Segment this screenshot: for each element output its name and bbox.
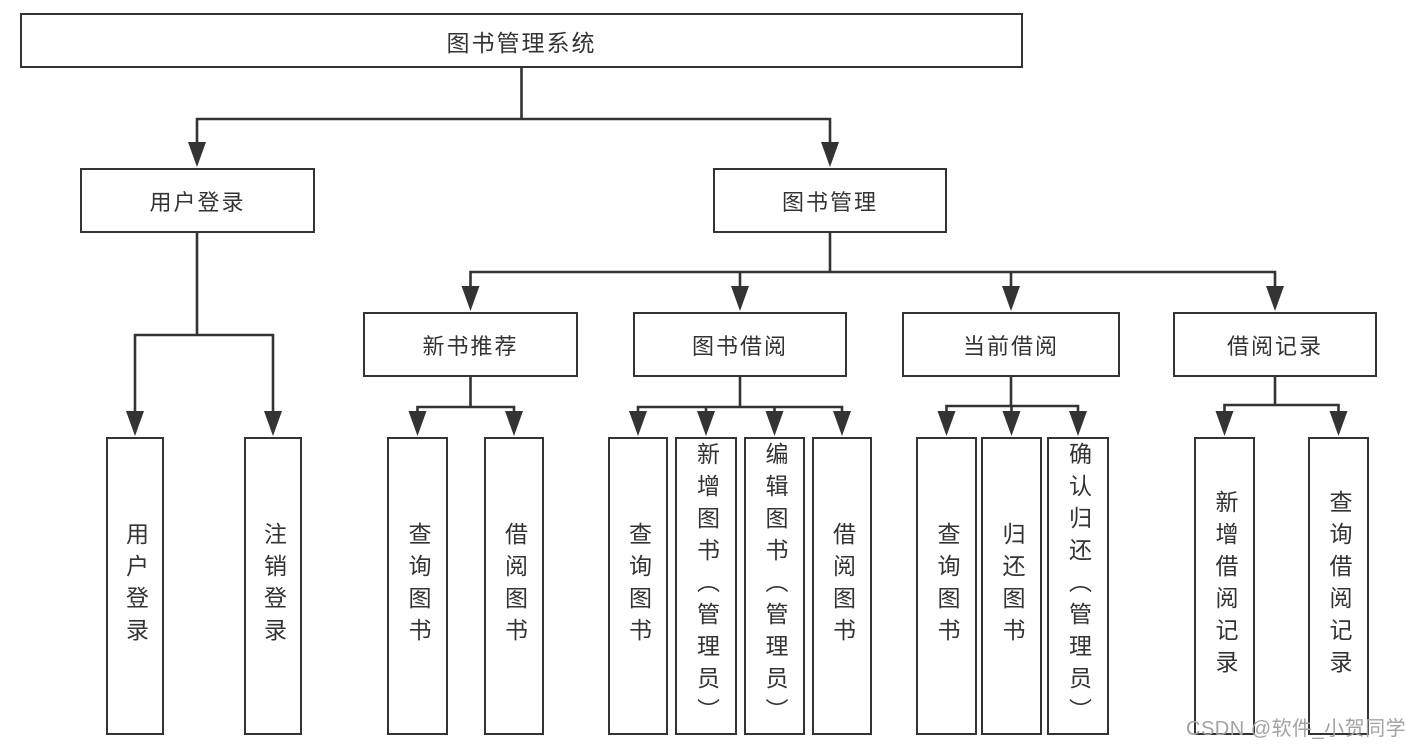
node-book-management: 图书管理 bbox=[713, 168, 947, 233]
arrowhead bbox=[1002, 286, 1020, 311]
arrowhead bbox=[461, 286, 480, 311]
leaf-borrow-borrow-book: 借阅图书 bbox=[812, 437, 872, 735]
node-root: 图书管理系统 bbox=[20, 13, 1023, 68]
connector-book-borrowing bbox=[636, 375, 844, 429]
arrowhead bbox=[264, 411, 282, 436]
leaf-newrec-query-book: 查询图书 bbox=[387, 437, 448, 735]
arrowhead bbox=[1266, 286, 1284, 311]
node-new-book-recommend: 新书推荐 bbox=[363, 312, 578, 377]
node-current-borrowing: 当前借阅 bbox=[902, 312, 1120, 377]
connector-root bbox=[195, 66, 832, 160]
arrowhead bbox=[937, 411, 956, 436]
node-borrowing-records: 借阅记录 bbox=[1173, 312, 1377, 377]
node-book-borrowing-label: 图书借阅 bbox=[691, 333, 788, 359]
leaf-login-logout-label: 注销登录 bbox=[260, 522, 287, 650]
leaf-login-user-login-label: 用户登录 bbox=[122, 522, 149, 650]
csdn-watermark: CSDN @软件_小贺同学 bbox=[1186, 718, 1405, 740]
arrowhead bbox=[126, 411, 144, 436]
arrowhead bbox=[1002, 411, 1021, 436]
leaf-current-query-book-label: 查询图书 bbox=[934, 522, 960, 650]
leaf-current-confirm-return-admin: 确认归还（管理员） bbox=[1047, 437, 1109, 735]
leaf-borrow-add-book-admin: 新增图书（管理员） bbox=[675, 437, 737, 735]
node-root-label: 图书管理系统 bbox=[446, 29, 597, 56]
leaf-records-query-record: 查询借阅记录 bbox=[1308, 437, 1369, 735]
leaf-current-return-book-label: 归还图书 bbox=[999, 522, 1025, 650]
arrowhead bbox=[629, 411, 647, 436]
leaf-newrec-borrow-book-label: 借阅图书 bbox=[501, 522, 528, 650]
leaf-borrow-borrow-book-label: 借阅图书 bbox=[829, 522, 856, 650]
node-current-borrowing-label: 当前借阅 bbox=[962, 333, 1059, 359]
node-new-book-recommend-label: 新书推荐 bbox=[422, 333, 519, 359]
leaf-borrow-edit-book-admin-label: 编辑图书（管理员） bbox=[762, 442, 788, 730]
connector-borrowing-records bbox=[1223, 375, 1340, 429]
arrowhead bbox=[188, 142, 206, 167]
leaf-records-add-record: 新增借阅记录 bbox=[1194, 437, 1255, 735]
arrowhead bbox=[697, 411, 715, 436]
leaf-login-user-login: 用户登录 bbox=[106, 437, 164, 735]
leaf-newrec-borrow-book: 借阅图书 bbox=[484, 437, 544, 735]
node-user-login: 用户登录 bbox=[80, 168, 315, 233]
leaf-records-add-record-label: 新增借阅记录 bbox=[1212, 490, 1238, 682]
arrowhead bbox=[731, 286, 749, 311]
leaf-borrow-edit-book-admin: 编辑图书（管理员） bbox=[744, 437, 805, 735]
leaf-newrec-query-book-label: 查询图书 bbox=[405, 522, 431, 650]
leaf-current-confirm-return-admin-label: 确认归还（管理员） bbox=[1065, 442, 1092, 730]
leaf-login-logout: 注销登录 bbox=[244, 437, 302, 735]
connector-new-book-recommend bbox=[416, 375, 516, 429]
arrowhead bbox=[1215, 411, 1234, 436]
node-book-borrowing: 图书借阅 bbox=[633, 312, 847, 377]
connector-user-login bbox=[133, 231, 275, 429]
node-book-management-label: 图书管理 bbox=[781, 189, 878, 215]
arrowhead bbox=[833, 411, 851, 436]
arrowhead bbox=[1329, 411, 1348, 436]
arrowhead bbox=[821, 142, 839, 167]
leaf-current-query-book: 查询图书 bbox=[916, 437, 977, 735]
arrowhead bbox=[505, 411, 523, 436]
leaf-current-return-book: 归还图书 bbox=[981, 437, 1042, 735]
leaf-borrow-query-book-label: 查询图书 bbox=[625, 522, 652, 650]
leaf-borrow-add-book-admin-label: 新增图书（管理员） bbox=[693, 442, 720, 730]
arrowhead bbox=[765, 411, 784, 436]
node-borrowing-records-label: 借阅记录 bbox=[1226, 333, 1323, 359]
connector-book-management bbox=[469, 231, 1277, 304]
arrowhead bbox=[408, 411, 427, 436]
leaf-records-query-record-label: 查询借阅记录 bbox=[1326, 490, 1352, 682]
leaf-borrow-query-book: 查询图书 bbox=[608, 437, 668, 735]
node-user-login-label: 用户登录 bbox=[149, 189, 246, 215]
arrowhead bbox=[1069, 411, 1087, 436]
